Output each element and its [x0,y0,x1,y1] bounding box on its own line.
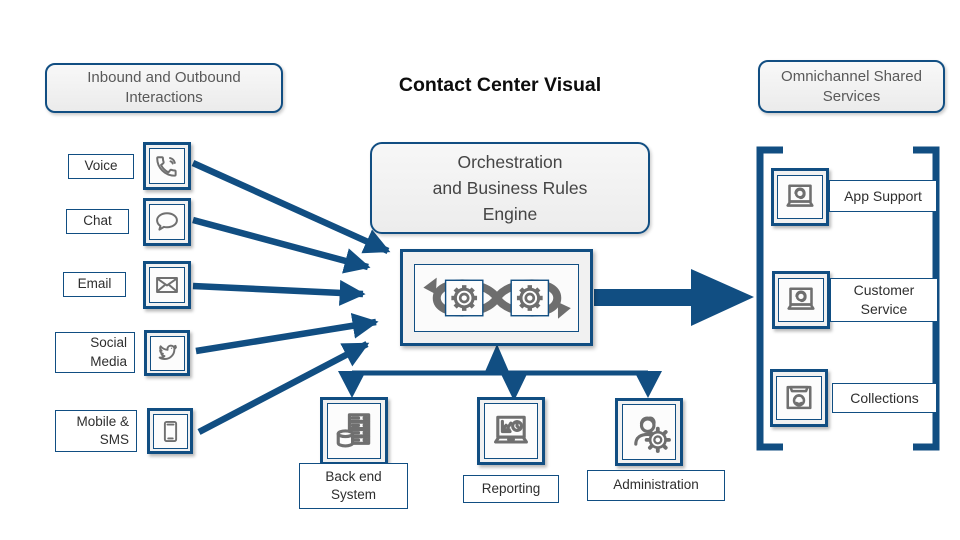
bird-icon [149,335,185,371]
engine-box [400,249,593,346]
screen-person-icon [776,376,822,420]
collections-icon-box [770,369,828,427]
collections-label: Collections [832,383,937,413]
page-title: Contact Center Visual [398,74,602,96]
customer-service-label: Customer Service [830,278,938,322]
app-support-icon-box [771,168,829,226]
reporting-icon-box [477,397,545,465]
chat-icon-box [143,198,191,246]
chat-bubble-icon [149,204,185,240]
inbound-outbound-header: Inbound and Outbound Interactions [45,63,283,113]
omnichannel-header: Omnichannel Shared Services [758,60,945,113]
customer-service-icon-box [772,271,830,329]
administration-icon-box [615,398,683,466]
mobile-sms-label: Mobile & SMS [55,410,137,452]
envelope-icon [149,267,185,303]
laptop-support-agent-icon [777,175,823,219]
server-database-icon [327,403,381,459]
voice-icon-box [143,142,191,190]
reporting-label: Reporting [463,475,559,503]
email-label: Email [63,272,126,297]
engine-to-services-arrow [594,269,754,326]
backend-label: Back end System [299,463,408,509]
app-support-label: App Support [829,180,937,212]
email-icon-box [143,261,191,309]
smartphone-icon [152,413,188,449]
channel-arrows [191,160,391,435]
social-media-icon-box [144,330,190,376]
engine-to-systems-connector [338,344,662,401]
voice-label: Voice [68,154,134,179]
backend-icon-box [320,397,388,465]
orchestration-box: Orchestration and Business Rules Engine [370,142,650,234]
social-media-label: Social Media [55,332,135,373]
laptop-charts-icon [484,403,538,459]
chat-label: Chat [66,209,129,234]
laptop-support-agent-icon [778,278,824,322]
phone-icon [149,148,185,184]
infinity-gears-icon [414,263,579,332]
administration-label: Administration [587,470,725,501]
mobile-sms-icon-box [147,408,193,454]
person-gear-icon [622,404,676,460]
